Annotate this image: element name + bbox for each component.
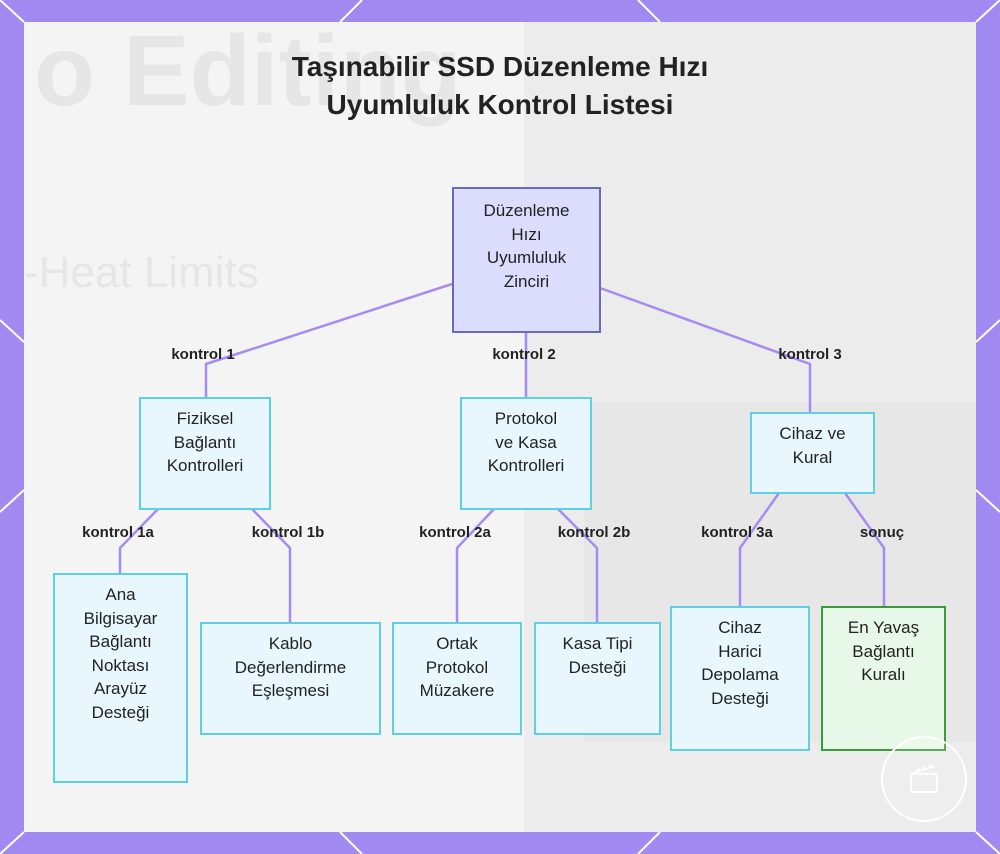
clapperboard-icon xyxy=(910,763,938,793)
edge-protocol-common xyxy=(455,507,496,625)
node-common-protocol: Ortak Protokol Müzakere xyxy=(392,622,522,735)
edge-label-kontrol-2: kontrol 2 xyxy=(492,346,556,363)
node-slowest-link-rule: En Yavaş Bağlantı Kuralı xyxy=(821,606,946,751)
node-host-port-support: Ana Bilgisayar Bağlantı Noktası Arayüz D… xyxy=(53,573,188,783)
edge-label-kontrol-3a: kontrol 3a xyxy=(701,524,773,541)
edge-label-kontrol-3: kontrol 3 xyxy=(778,346,842,363)
title-line-1: Taşınabilir SSD Düzenleme Hızı xyxy=(291,51,709,82)
edge-root-device xyxy=(598,286,812,415)
title-line-2: Uyumluluk Kontrol Listesi xyxy=(326,89,674,120)
node-device-rule: Cihaz ve Kural xyxy=(750,412,875,494)
edge-physical-host xyxy=(118,507,160,576)
watermark-heat-limits: -Heat Limits xyxy=(24,248,259,297)
node-cable-rating: Kablo Değerlendirme Eşleşmesi xyxy=(200,622,381,735)
edge-label-kontrol-2a: kontrol 2a xyxy=(419,524,491,541)
edge-root-physical xyxy=(204,282,454,400)
page-title: Taşınabilir SSD Düzenleme Hızı Uyumluluk… xyxy=(0,48,1000,124)
node-protocol-checks: Protokol ve Kasa Kontrolleri xyxy=(460,397,592,510)
watermark-editing: o Editing xyxy=(34,22,462,127)
node-case-type: Kasa Tipi Desteği xyxy=(534,622,661,735)
node-root-chain: Düzenleme Hızı Uyumluluk Zinciri xyxy=(452,187,601,333)
edge-label-kontrol-1: kontrol 1 xyxy=(171,346,235,363)
edge-label-kontrol-1a: kontrol 1a xyxy=(82,524,154,541)
edge-protocol-case xyxy=(556,507,599,625)
logo-badge xyxy=(881,736,967,822)
node-external-storage: Cihaz Harici Depolama Desteği xyxy=(670,606,810,751)
edge-device-external xyxy=(738,491,781,609)
edge-label-sonuc: sonuç xyxy=(859,524,905,541)
node-physical-checks: Fiziksel Bağlantı Kontrolleri xyxy=(139,397,271,510)
edge-label-kontrol-2b: kontrol 2b xyxy=(557,524,631,541)
edge-label-kontrol-1b: kontrol 1b xyxy=(251,524,325,541)
edge-device-result xyxy=(843,491,886,609)
edge-physical-cable xyxy=(250,507,292,625)
